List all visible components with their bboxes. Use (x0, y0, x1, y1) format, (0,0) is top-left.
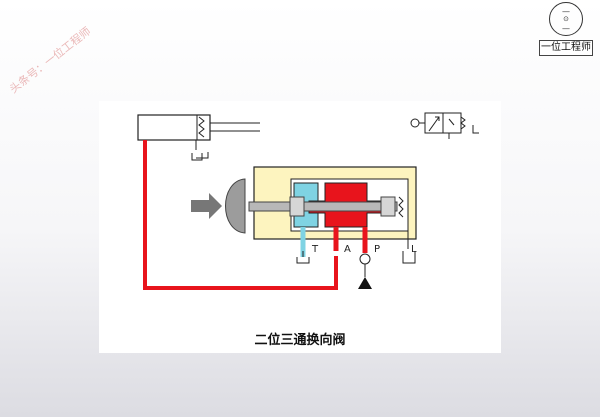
diagram-title: 二位三通换向阀 (254, 333, 346, 348)
actuation-arrow-icon (191, 193, 222, 219)
port-label-t: T (311, 244, 319, 255)
port-label-p: P (374, 244, 380, 255)
return-spring (398, 196, 404, 218)
push-button (225, 178, 246, 234)
check-valve-icon (359, 253, 371, 265)
valve-symbol (410, 112, 479, 139)
logo-caption: 一位工程师 (539, 40, 593, 56)
watermark: 头条号：一位工程师 (7, 24, 94, 96)
port-label-l: L (411, 244, 417, 255)
port-label-a: A (344, 244, 351, 255)
diagram-panel: T A P L (99, 101, 501, 353)
pressure-source-icon (358, 277, 372, 289)
spool-rod (248, 201, 398, 212)
pressure-line-a (143, 140, 338, 290)
cylinder (137, 114, 260, 161)
logo: —⊙— 一位工程师 (538, 2, 596, 64)
logo-emblem-icon: —⊙— (549, 2, 583, 36)
valve-diagram: T A P L (137, 112, 479, 290)
